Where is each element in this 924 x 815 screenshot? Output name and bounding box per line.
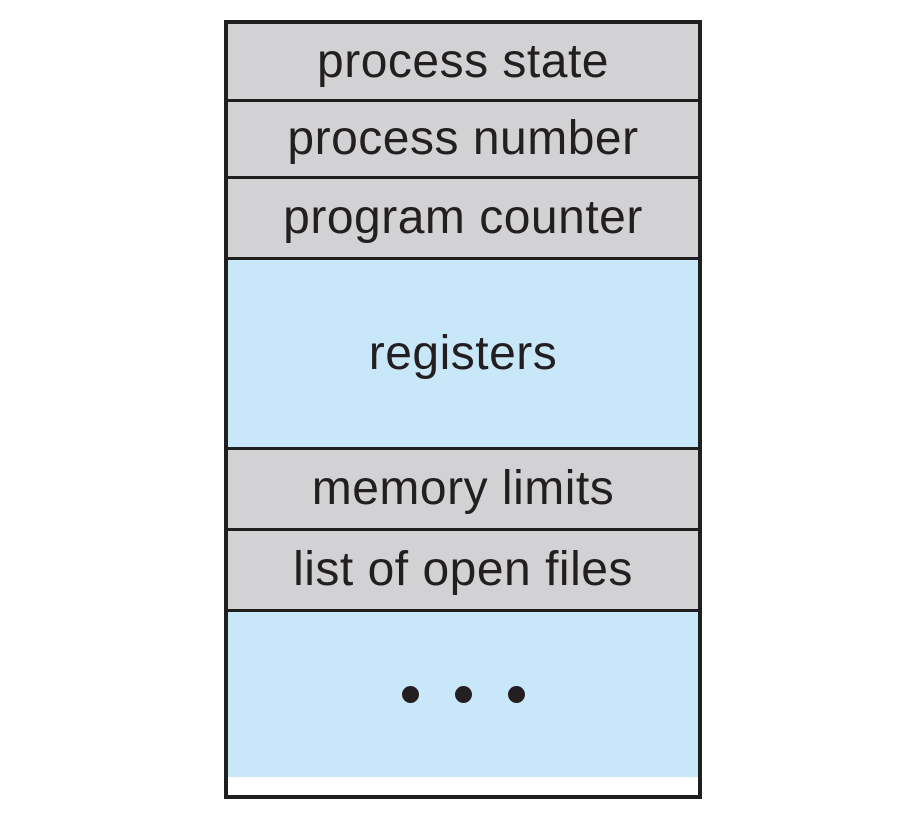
pcb-row-label-process-state: process state <box>317 34 609 88</box>
pcb-box: process state process number program count… <box>224 20 702 799</box>
pcb-row-process-state: process state <box>228 24 698 99</box>
pcb-row-list-of-open-files: list of open files <box>228 528 698 609</box>
pcb-row-label-process-number: process number <box>287 112 639 165</box>
pcb-row-process-number: process number <box>228 99 698 176</box>
pcb-row-label-memory-limits: memory limits <box>311 462 615 515</box>
pcb-row-label-program-counter: program counter <box>283 191 643 244</box>
pcb-row-label-registers: registers <box>368 326 558 380</box>
ellipsis-dot <box>401 686 419 703</box>
ellipsis-dot <box>454 686 472 703</box>
ellipsis-dots <box>401 686 525 703</box>
pcb-row-ellipsis <box>228 609 698 777</box>
pcb-row-label-list-of-open-files: list of open files <box>293 543 633 596</box>
pcb-row-registers: registers <box>228 257 698 447</box>
pcb-row-memory-limits: memory limits <box>228 447 698 528</box>
ellipsis-dot <box>507 686 525 703</box>
pcb-row-program-counter: program counter <box>228 176 698 257</box>
